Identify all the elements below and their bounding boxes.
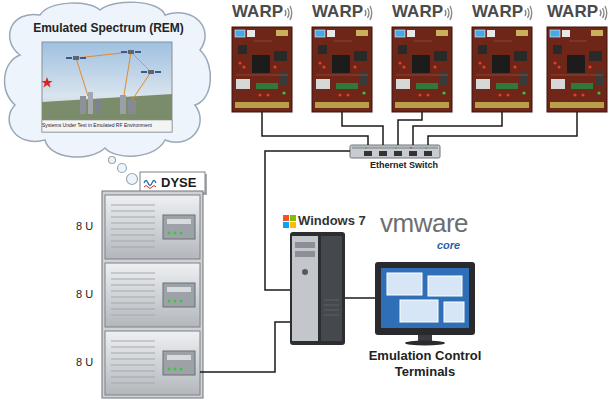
warp-logo: WARP xyxy=(547,3,598,20)
warp-logo: WARP xyxy=(232,3,283,20)
network-cable xyxy=(262,112,368,145)
warp-logo: WARP xyxy=(392,3,443,20)
ethernet-switch: Ethernet Switch xyxy=(350,145,440,158)
vendor-sublogo-text: core xyxy=(437,240,460,251)
network-cable xyxy=(398,112,422,145)
dyse-box: DYSE xyxy=(140,172,205,193)
spectrum-cloud: Emulated Spectrum (REM) xyxy=(2,2,215,162)
warp-board: WARP xyxy=(232,27,292,112)
unit-height: 8 U xyxy=(76,221,93,232)
warp-board: WARP xyxy=(392,27,452,112)
network-cable xyxy=(200,322,290,372)
rack-unit: 8 U xyxy=(105,195,200,259)
unit-height: 8 U xyxy=(76,357,93,368)
warp-logo: WARP xyxy=(312,3,363,20)
rack-unit: 8 U xyxy=(105,263,200,327)
network-cable xyxy=(345,297,375,299)
warp-logo: WARP xyxy=(472,3,523,20)
unit-height: 8 U xyxy=(76,289,93,300)
switch-art xyxy=(350,145,440,158)
rack-unit: 8 U xyxy=(105,331,200,395)
network-cable xyxy=(413,112,502,145)
pc-tower-art xyxy=(283,215,345,345)
warp-board: WARP xyxy=(547,27,607,112)
control-monitor: vmwarecoreEmulation Control Terminals xyxy=(375,262,475,335)
network-cable xyxy=(428,112,577,145)
warp-board: WARP xyxy=(312,27,372,112)
rack-art xyxy=(102,191,203,398)
picture-caption: Systems Under Test in Emulated RF Enviro… xyxy=(42,123,172,128)
cloud-title: Emulated Spectrum (REM) xyxy=(2,22,215,34)
rf-scene-picture xyxy=(42,42,173,132)
monitor-art xyxy=(375,262,475,346)
windows-pc: Windows 7 xyxy=(290,232,345,345)
vendor-logo-text: vmware xyxy=(380,210,468,236)
switch-label: Ethernet Switch xyxy=(370,161,438,170)
box-label: DYSE xyxy=(161,176,196,189)
monitor-caption: Emulation Control Terminals xyxy=(350,348,500,379)
warp-boards-art xyxy=(232,6,607,112)
os-logo-text: Windows 7 xyxy=(298,214,366,227)
warp-board: WARP xyxy=(472,27,532,112)
network-cable xyxy=(342,112,383,145)
